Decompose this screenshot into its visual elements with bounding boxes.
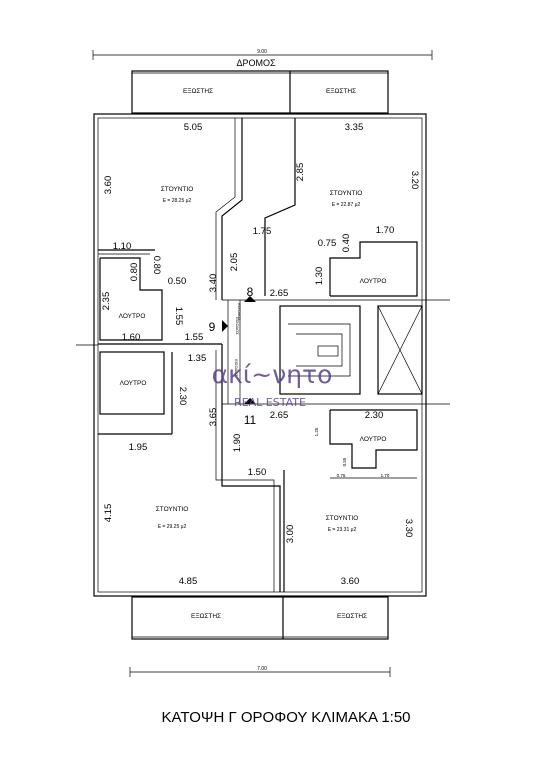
- top-dimension-line: [92, 50, 433, 60]
- apartment-number-11: 11: [244, 413, 257, 427]
- dim-320: 3.20: [409, 171, 420, 190]
- bottom-balconies: [131, 596, 389, 640]
- entrance-markers: [222, 296, 256, 404]
- street-label: ΔΡΟΜΟΣ: [236, 58, 276, 68]
- bottom-dimension: 7.00: [257, 666, 267, 672]
- dim-365: 3.65: [208, 408, 219, 427]
- bathroom-label-left-top: ΛΟΥΤΡΟ: [119, 313, 146, 320]
- bathroom-label-bottom-right: ΛΟΥΤΡΟ: [360, 436, 387, 443]
- dim-080b: 0.80: [151, 256, 162, 275]
- dim-155b: 1.55: [185, 332, 204, 343]
- dim-050: 0.50: [168, 276, 187, 287]
- watermark-brand: ακί~νητο: [212, 360, 333, 389]
- studio-bottom-left-area: Ε = 29.25 μ2: [158, 524, 187, 530]
- dim-175: 1.75: [253, 226, 272, 237]
- balcony-label-top-right: ΕΞΩΣΤΗΣ: [326, 88, 356, 95]
- dim-265b: 2.65: [270, 410, 289, 421]
- plan-caption: ΚΑΤΟΨΗ Γ ΟΡΟΦΟΥ ΚΛΙΜΑΚΑ 1:50: [161, 709, 410, 726]
- entrance-label-3: ΕΙΣΟΔΟΣ: [234, 359, 239, 377]
- dim-230a: 2.30: [177, 387, 188, 406]
- dim-505: 5.05: [184, 122, 203, 133]
- small-dimension-labels: 1.25 0.55 0.75 1.70: [314, 427, 390, 478]
- dim-235: 2.35: [101, 292, 112, 311]
- entrance-label: ΕΙΣΟΔΟΣ: [235, 317, 240, 335]
- dim-075a: 0.75: [318, 238, 337, 249]
- dim-285: 2.85: [295, 163, 306, 182]
- dimension-labels: 5.05 3.35 3.60 2.85 3.20 1.10 1.75 0.75 …: [101, 122, 420, 587]
- studio-top-left-area: Ε = 28.25 μ2: [163, 198, 192, 204]
- studio-top-right-area: Ε = 22.87 μ2: [332, 202, 361, 208]
- dim-170b: 1.70: [381, 473, 390, 478]
- dim-195: 1.95: [129, 442, 148, 453]
- apartment-number-9: 9: [209, 320, 216, 334]
- dim-160: 1.60: [122, 332, 141, 343]
- dim-205: 2.05: [229, 253, 240, 272]
- studio-top-left-name: ΣΤΟΥΝΤΙΟ: [161, 186, 194, 193]
- dim-300: 3.00: [285, 525, 296, 544]
- dim-125: 1.25: [314, 427, 319, 436]
- dim-265a: 2.65: [270, 288, 289, 299]
- bottom-dimension-line: [129, 667, 391, 677]
- apartment-number-8: 8: [247, 285, 254, 299]
- dim-190: 1.90: [232, 434, 243, 453]
- dim-135: 1.35: [188, 353, 207, 364]
- dim-080a: 0.80: [129, 263, 140, 282]
- dim-335: 3.35: [345, 122, 364, 133]
- dim-330: 3.30: [403, 519, 414, 538]
- dim-485: 4.85: [179, 576, 198, 587]
- studio-bottom-right-name: ΣΤΟΥΝΤΙΟ: [326, 515, 359, 522]
- studio-bottom-left-name: ΣΤΟΥΝΤΙΟ: [156, 506, 189, 513]
- dim-040: 0.40: [341, 234, 352, 253]
- building-outline: [93, 113, 427, 597]
- dim-230b: 2.30: [365, 410, 384, 421]
- studio-bottom-right-area: Ε = 23.31 μ2: [328, 527, 357, 533]
- dim-155a: 1.55: [173, 307, 184, 326]
- entrance-label-2: ΕΙΣΟΔΟΣ: [237, 303, 242, 321]
- interior-walls: [76, 118, 450, 592]
- watermark-subtitle: REAL ESTATE: [234, 396, 306, 409]
- dim-075b: 0.75: [337, 473, 346, 478]
- dim-130: 1.30: [314, 267, 325, 286]
- dim-360a: 3.60: [103, 176, 114, 195]
- balcony-label-bottom-left: ΕΞΩΣΤΗΣ: [191, 613, 221, 620]
- balcony-label-bottom-right: ΕΞΩΣΤΗΣ: [337, 613, 367, 620]
- bathroom-label-left-bottom: ΛΟΥΤΡΟ: [120, 380, 147, 387]
- studio-top-right-name: ΣΤΟΥΝΤΙΟ: [330, 190, 363, 197]
- dim-360b: 3.60: [341, 576, 360, 587]
- dim-340: 3.40: [208, 274, 219, 293]
- dim-055: 0.55: [342, 457, 347, 466]
- dim-415: 4.15: [103, 504, 114, 523]
- bathroom-label-top-right: ΛΟΥΤΡΟ: [360, 278, 387, 285]
- dim-110: 1.10: [113, 241, 132, 252]
- dim-170a: 1.70: [376, 225, 395, 236]
- top-dimension: 9.00: [257, 49, 267, 55]
- balcony-label-top-left: ΕΞΩΣΤΗΣ: [183, 88, 213, 95]
- top-balconies: [131, 70, 389, 114]
- dim-150: 1.50: [248, 467, 267, 478]
